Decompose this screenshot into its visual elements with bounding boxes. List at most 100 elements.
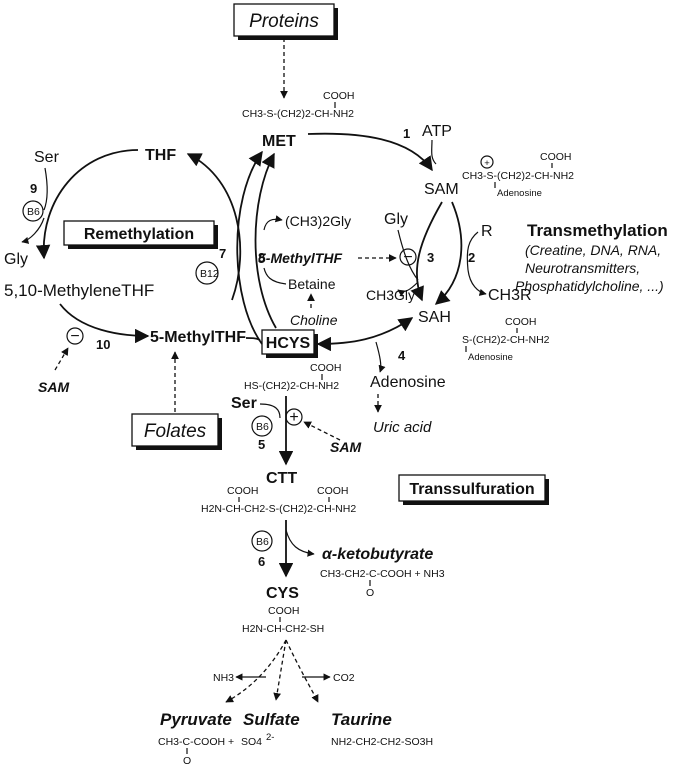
thf-label: THF bbox=[145, 147, 176, 164]
step-2: 2 bbox=[468, 250, 475, 265]
folates-label: Folates bbox=[144, 421, 207, 442]
ser-step9: Ser bbox=[34, 149, 60, 166]
cys-cooh: COOH bbox=[268, 605, 300, 617]
sam-formula: CH3-S-(CH2)2-CH-NH2 bbox=[462, 170, 574, 182]
gly-input bbox=[397, 229, 419, 281]
b6-label-6: B6 bbox=[256, 536, 269, 548]
uric-acid-label: Uric acid bbox=[373, 419, 432, 436]
sam-charge-circle bbox=[480, 155, 494, 169]
sam-label: SAM bbox=[424, 181, 459, 198]
step-9: 9 bbox=[30, 181, 37, 196]
b12-label: B12 bbox=[200, 268, 219, 280]
inhibit-circle-10 bbox=[66, 327, 84, 345]
sah-cooh: COOH bbox=[505, 316, 537, 328]
methylthf-label: 5-MethylTHF bbox=[150, 329, 246, 346]
hcys-to-met-arrow-7 bbox=[236, 150, 263, 345]
methylthf-hcys-link bbox=[245, 337, 261, 341]
taurine-formula: NH2-CH2-CH2-SO3H bbox=[331, 736, 433, 748]
sam-activator-5: SAM bbox=[330, 439, 361, 455]
ctt-cooh-1: COOH bbox=[227, 485, 259, 497]
sah-formula: S-(CH2)2-CH-NH2 bbox=[462, 334, 550, 346]
transmethylation-line-3: Phosphatidylcholine, ...) bbox=[515, 278, 664, 294]
step-5: 5 bbox=[258, 437, 265, 452]
hcys-cooh: COOH bbox=[310, 362, 342, 374]
met-cooh: COOH bbox=[323, 90, 355, 102]
inhibit-circle-3 bbox=[399, 248, 417, 266]
pyruvate-label: Pyruvate bbox=[160, 710, 232, 729]
sam-to-sah-arrow-3 bbox=[410, 201, 443, 302]
b12-circle bbox=[195, 261, 219, 285]
cys-to-taurine-arrow bbox=[285, 639, 319, 703]
nh3-label: NH3 bbox=[213, 672, 234, 684]
sah-adenosine: Adenosine bbox=[468, 352, 513, 363]
transsulfuration-label: Transsulfuration bbox=[409, 481, 534, 498]
sulfate-label: Sulfate bbox=[243, 710, 300, 729]
ctt-label: CTT bbox=[266, 470, 297, 487]
met-label: MET bbox=[262, 133, 296, 150]
methylenethf-to-methylthf-arrow bbox=[59, 303, 150, 344]
atp-label: ATP bbox=[422, 123, 452, 140]
sam-to-sah-arrow-2 bbox=[434, 201, 463, 305]
hcys-label: HCYS bbox=[266, 335, 311, 352]
transmethylation-line-2: Neurotransmitters, bbox=[525, 260, 640, 276]
sam-inhibit-10-arrow bbox=[54, 347, 69, 371]
methylthf-to-thf-arrow bbox=[186, 153, 242, 301]
remethylation-box bbox=[63, 220, 215, 246]
sam-inhibitor-10: SAM bbox=[38, 379, 69, 395]
b6-circle-5 bbox=[251, 415, 273, 437]
b6-label-9: B6 bbox=[27, 206, 40, 218]
r-input bbox=[466, 231, 479, 271]
inhibit-3: − bbox=[403, 249, 412, 266]
methylthf-inhibitor: 5-MethylTHF bbox=[258, 250, 342, 266]
ctt-cooh-2: COOH bbox=[317, 485, 349, 497]
sam-adenosine: Adenosine bbox=[497, 188, 542, 199]
proteins-label: Proteins bbox=[249, 11, 319, 32]
so4-label: SO4 bbox=[241, 736, 262, 748]
step-6: 6 bbox=[258, 554, 265, 569]
b6-circle-6 bbox=[251, 530, 273, 552]
cys-to-pyruvate-arrow bbox=[225, 639, 287, 703]
transmethylation-line-1: (Creatine, DNA, RNA, bbox=[525, 242, 661, 258]
transsulfuration-box bbox=[398, 474, 546, 502]
hcys-to-met-arrow-8 bbox=[254, 152, 277, 329]
ketobutyrate-o: O bbox=[366, 587, 374, 599]
step-4: 4 bbox=[398, 348, 406, 363]
hcys-box bbox=[261, 329, 315, 355]
ctt-formula: H2N-CH-CH2-S-(CH2)2-CH-NH2 bbox=[201, 503, 356, 515]
thf-to-methylenethf-arrow bbox=[35, 149, 139, 260]
ch3r-label: CH3R bbox=[488, 287, 532, 304]
cys-label: CYS bbox=[266, 585, 299, 602]
activate-5: + bbox=[289, 409, 298, 426]
betaine-input bbox=[263, 267, 287, 285]
pyruvate-o: O bbox=[183, 755, 191, 767]
sam-activate-5-arrow bbox=[303, 421, 341, 441]
ser-input bbox=[43, 167, 48, 211]
ser-step5: Ser bbox=[231, 395, 257, 412]
step-7: 7 bbox=[219, 246, 226, 261]
methylenethf-label: 5,10-MethyleneTHF bbox=[4, 281, 154, 300]
ser-input-5 bbox=[259, 403, 281, 419]
inhibit-10: − bbox=[70, 328, 79, 345]
activate-circle-5 bbox=[285, 408, 303, 426]
folates-box bbox=[131, 413, 219, 447]
met-formula: CH3-S-(CH2)2-CH-NH2 bbox=[242, 108, 354, 120]
gly-output-9 bbox=[21, 217, 45, 244]
ketobutyrate-formula: CH3-CH2-C-COOH + NH3 bbox=[320, 568, 445, 580]
taurine-label: Taurine bbox=[331, 710, 392, 729]
so4-charge: 2- bbox=[266, 732, 274, 743]
plus-label: + bbox=[228, 736, 234, 748]
ch3gly-label: CH3Gly bbox=[366, 287, 415, 303]
pyruvate-formula: CH3-C-COOH bbox=[158, 736, 225, 748]
co2-label: CO2 bbox=[333, 672, 355, 684]
ch3r-output bbox=[467, 269, 487, 296]
met-to-sam-arrow bbox=[307, 132, 433, 172]
betaine-label: Betaine bbox=[288, 276, 336, 292]
gly-step9: Gly bbox=[4, 251, 28, 268]
dmg-output bbox=[263, 215, 283, 231]
proteins-box bbox=[233, 3, 335, 37]
b6-label-5: B6 bbox=[256, 421, 269, 433]
b6-circle-9 bbox=[22, 200, 44, 222]
step-3: 3 bbox=[427, 250, 434, 265]
cys-formula: H2N-CH-CH2-SH bbox=[242, 623, 324, 635]
